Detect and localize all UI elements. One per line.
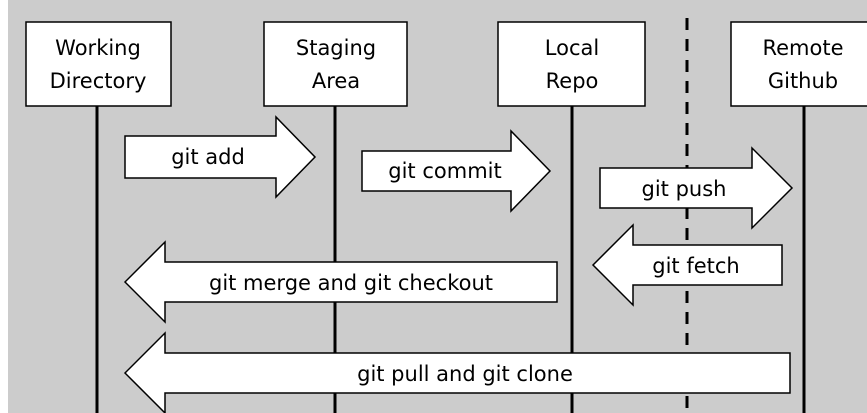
lane-label-line1: Staging (296, 36, 376, 60)
lane-label-line1: Local (545, 36, 599, 60)
arrow-label: git fetch (652, 254, 739, 278)
lane-working-directory: Working Directory (25, 21, 172, 107)
arrow-git-push: git push (599, 146, 794, 230)
lane-local-repo: Local Repo (497, 21, 646, 107)
arrow-label: git push (642, 177, 727, 201)
lane-label-line1: Working (55, 36, 141, 60)
lane-label-line1: Remote (762, 36, 843, 60)
arrow-label: git commit (388, 159, 501, 183)
arrow-git-commit: git commit (361, 129, 552, 213)
arrow-git-add: git add (124, 115, 317, 199)
lane-staging-area: Staging Area (263, 21, 408, 107)
arrow-label: git add (171, 145, 245, 169)
arrow-label: git merge and git checkout (209, 271, 493, 295)
arrow-label: git pull and git clone (357, 362, 573, 386)
arrow-git-pull-clone: git pull and git clone (123, 331, 791, 413)
lane-remote-github: Remote Github (730, 21, 867, 107)
lane-label-line2: Repo (546, 69, 599, 93)
lane-label-line2: Directory (50, 69, 147, 93)
lane-label-line2: Area (312, 69, 360, 93)
arrow-git-merge-checkout: git merge and git checkout (123, 240, 558, 324)
lane-label-line2: Github (768, 69, 838, 93)
arrow-git-fetch: git fetch (591, 223, 783, 307)
